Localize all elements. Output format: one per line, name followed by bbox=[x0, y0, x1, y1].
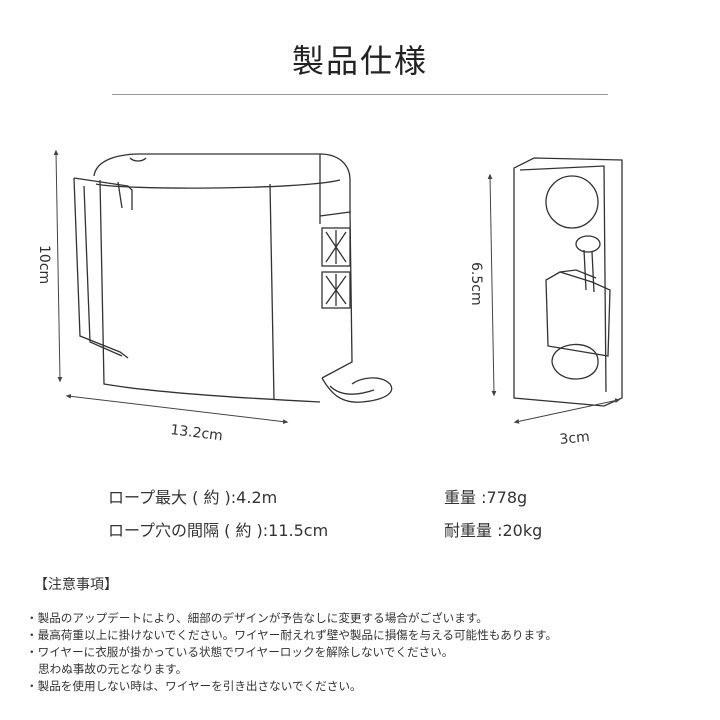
product-dimension-diagram: 10cm 13.2cm 6.5cm 3cm bbox=[36, 149, 623, 448]
notice-list: ・製品のアップデートにより、細部のデザインが予告なしに変更する場合がございます。… bbox=[26, 610, 557, 695]
spec-rope-max: ロープ最大 ( 約 ):4.2m bbox=[108, 488, 278, 507]
page-title: 製品仕様 bbox=[291, 42, 428, 80]
notice-item-text: ・最高荷重以上に掛けないでください。ワイヤー耐えれず壁や製品に損傷を与える可能性… bbox=[26, 628, 558, 642]
notice-heading: 【注意事項】 bbox=[34, 577, 118, 593]
side-height-label: 6.5cm bbox=[468, 262, 484, 306]
notice-item: ・製品のアップデートにより、細部のデザインが予告なしに変更する場合がございます。 bbox=[26, 610, 557, 627]
side-width-label: 3cm bbox=[559, 429, 591, 448]
front-height-dimension-line bbox=[53, 149, 63, 383]
notice-item-text: ・製品を使用しない時は、ワイヤーを引き出さないでください。 bbox=[26, 679, 362, 693]
notice-item: ・最高荷重以上に掛けないでください。ワイヤー耐えれず壁や製品に損傷を与える可能性… bbox=[26, 627, 557, 644]
side-height-dimension-line bbox=[487, 173, 497, 397]
front-view-drawing bbox=[73, 153, 393, 403]
notice-item: ・ワイヤーに衣服が掛かっている状態でワイヤーロックを解除しないでください。 思わ… bbox=[26, 644, 557, 678]
side-width-dimension-line bbox=[513, 398, 621, 424]
spec-weight: 重量 :778g bbox=[444, 488, 528, 507]
spec-rope-hole-spacing: ロープ穴の間隔 ( 約 ):11.5cm bbox=[108, 521, 329, 540]
notice-item: ・製品を使用しない時は、ワイヤーを引き出さないでください。 bbox=[26, 678, 557, 695]
front-width-label: 13.2cm bbox=[170, 422, 224, 444]
front-width-dimension-line bbox=[65, 393, 289, 425]
side-view-drawing bbox=[513, 157, 623, 407]
front-height-label: 10cm bbox=[36, 245, 52, 284]
spec-load-capacity: 耐重量 :20kg bbox=[444, 521, 543, 540]
notice-item-continuation: 思わぬ事故の元となります。 bbox=[38, 662, 188, 676]
notice-item-text: ・ワイヤーに衣服が掛かっている状態でワイヤーロックを解除しないでください。 bbox=[26, 645, 454, 659]
title-divider bbox=[112, 94, 608, 95]
notice-item-text: ・製品のアップデートにより、細部のデザインが予告なしに変更する場合がございます。 bbox=[26, 611, 488, 625]
